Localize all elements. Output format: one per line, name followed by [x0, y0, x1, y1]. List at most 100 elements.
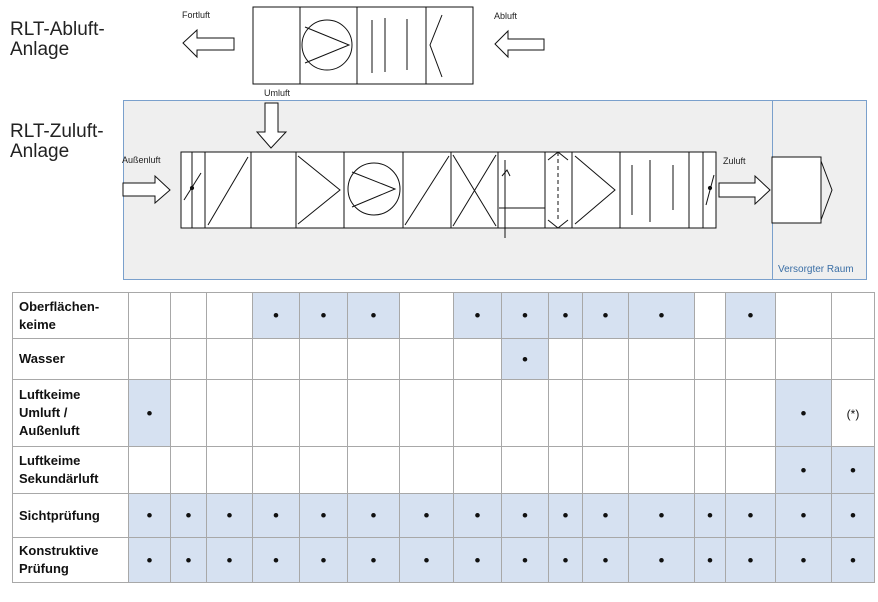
matrix-row: Oberflächen-keime•••••••••: [12, 292, 875, 339]
matrix-cell: [628, 379, 695, 447]
umluft-label: Umluft: [264, 88, 291, 98]
zuluft-fan-icon: [347, 162, 401, 216]
matrix-cell: •: [453, 292, 502, 339]
check-dot-icon: •: [273, 550, 279, 570]
matrix-cell: [628, 446, 695, 494]
pruef-matrix: Oberflächen-keime•••••••••Wasser•Luftkei…: [12, 292, 875, 583]
matrix-cell: [582, 338, 629, 380]
matrix-cell: [170, 446, 207, 494]
check-dot-icon: •: [747, 550, 754, 570]
matrix-row: Konstruktive Prüfung••••••••••••••••: [12, 537, 875, 583]
matrix-cell: •: [206, 493, 253, 538]
fortluft-arrow-icon: [182, 28, 235, 59]
check-dot-icon: •: [747, 506, 754, 525]
matrix-cell: [206, 292, 253, 339]
abluft-arrow-icon: [494, 29, 545, 59]
matrix-cell: •: [628, 493, 695, 538]
check-dot-icon: •: [320, 550, 327, 570]
matrix-cell: [170, 338, 207, 380]
matrix-cell: •: [347, 537, 400, 583]
matrix-cell: (*): [831, 379, 875, 447]
check-dot-icon: •: [707, 506, 713, 525]
matrix-row: Sichtprüfung••••••••••••••••: [12, 493, 875, 538]
matrix-cell: [347, 379, 400, 447]
check-dot-icon: •: [658, 550, 665, 570]
matrix-cell: •: [399, 537, 454, 583]
check-dot-icon: •: [474, 506, 481, 525]
matrix-row: Wasser•: [12, 338, 875, 380]
matrix-cell: •: [582, 292, 629, 339]
matrix-cell: [694, 379, 726, 447]
matrix-cell: [831, 338, 875, 380]
matrix-cell: •: [170, 537, 207, 583]
matrix-cell: [775, 292, 832, 339]
matrix-cell: [725, 379, 776, 447]
matrix-cell: [831, 292, 875, 339]
check-dot-icon: •: [146, 403, 153, 423]
matrix-cell: •: [694, 537, 726, 583]
check-dot-icon: •: [562, 506, 569, 525]
versorgter-raum-label: Versorgter Raum: [778, 264, 854, 275]
matrix-cell: •: [582, 493, 629, 538]
check-dot-icon: •: [226, 506, 233, 525]
abluft-unit: [252, 6, 474, 85]
matrix-row-label: Oberflächen-keime: [12, 292, 129, 339]
matrix-cell: [206, 379, 253, 447]
matrix-cell: •: [725, 292, 776, 339]
check-dot-icon: •: [602, 506, 609, 525]
fan-icon: [301, 19, 353, 71]
matrix-cell: •: [128, 493, 171, 538]
check-dot-icon: •: [522, 550, 528, 570]
check-dot-icon: •: [602, 550, 609, 570]
matrix-cell: •: [501, 493, 549, 538]
matrix-cell: •: [128, 379, 171, 447]
matrix-cell: [453, 446, 502, 494]
check-dot-icon: •: [185, 550, 192, 570]
check-dot-icon: •: [370, 306, 377, 325]
matrix-cell: •: [252, 493, 300, 538]
matrix-cell: •: [628, 537, 695, 583]
matrix-cell: •: [453, 493, 502, 538]
abluft-label: Abluft: [494, 11, 518, 21]
check-dot-icon: •: [707, 550, 713, 570]
rlt-schematic: [122, 6, 833, 238]
aussenluft-arrow-icon: [122, 174, 171, 205]
check-dot-icon: •: [146, 550, 153, 570]
matrix-cell: •: [453, 537, 502, 583]
check-dot-icon: •: [562, 550, 569, 570]
matrix-cell: •: [775, 379, 832, 447]
matrix-cell: [694, 446, 726, 494]
matrix-cell: [399, 338, 454, 380]
matrix-cell: •: [501, 537, 549, 583]
matrix-cell: [347, 446, 400, 494]
matrix-row: Luftkeime Umluft / Außenluft••(*): [12, 379, 875, 447]
matrix-cell: [170, 379, 207, 447]
check-dot-icon: •: [370, 506, 377, 525]
check-dot-icon: •: [800, 506, 807, 525]
umluft-arrow-icon: [255, 102, 288, 149]
matrix-cell: [582, 446, 629, 494]
check-dot-icon: •: [850, 506, 856, 525]
matrix-cell: •: [299, 292, 348, 339]
matrix-cell: [453, 379, 502, 447]
matrix-cell: [775, 338, 832, 380]
matrix-cell: [128, 292, 171, 339]
matrix-cell: [299, 338, 348, 380]
check-dot-icon: •: [370, 550, 377, 570]
title-zuluft-anlage: RLT-Zuluft-Anlage: [10, 121, 104, 162]
matrix-cell: •: [582, 537, 629, 583]
matrix-cell: •: [775, 537, 832, 583]
matrix-cell: [548, 379, 583, 447]
matrix-cell: •: [831, 493, 875, 538]
matrix-cell: [399, 379, 454, 447]
check-dot-icon: •: [800, 550, 807, 570]
matrix-row-label: Sichtprüfung: [12, 493, 129, 538]
check-dot-icon: •: [320, 506, 327, 525]
zuluft-label: Zuluft: [723, 156, 746, 166]
matrix-cell: •: [252, 292, 300, 339]
matrix-cell: •: [725, 493, 776, 538]
check-dot-icon: •: [320, 306, 327, 325]
matrix-cell: •: [548, 537, 583, 583]
check-dot-icon: •: [522, 506, 528, 525]
matrix-cell: [725, 338, 776, 380]
